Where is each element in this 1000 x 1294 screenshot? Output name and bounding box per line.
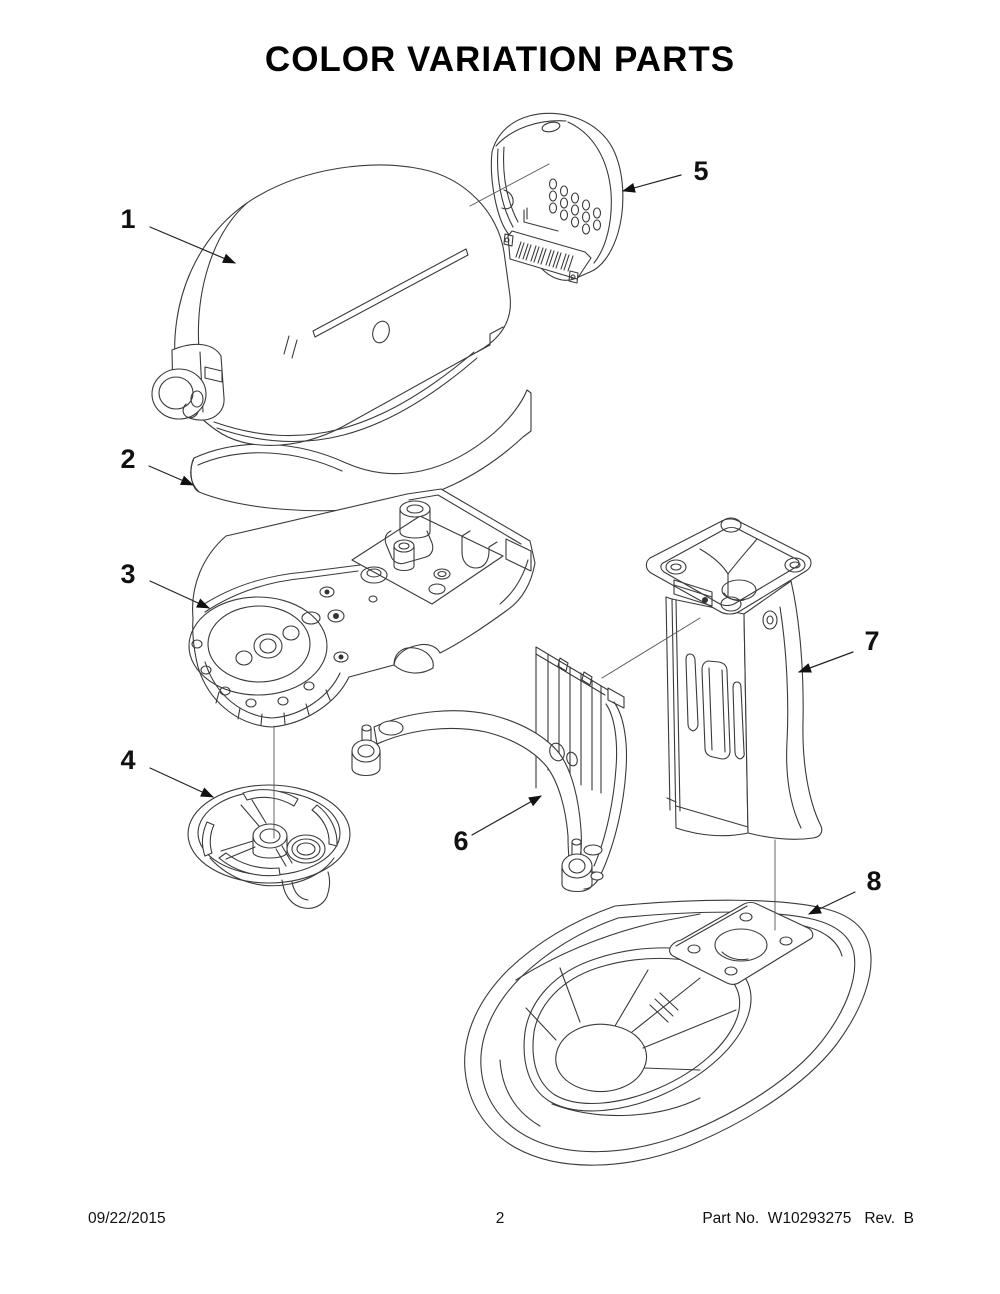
callout-7-leader <box>798 651 854 673</box>
callout-7-label: 7 <box>864 626 879 656</box>
callout-3-label: 3 <box>120 559 135 589</box>
callout-2: 2 <box>120 444 194 486</box>
page-footer: 09/22/2015 2 Part No. W10293275 Rev. B <box>0 1210 1000 1234</box>
callout-2-label: 2 <box>120 444 135 474</box>
callout-8-leader <box>808 891 856 915</box>
callout-4: 4 <box>120 745 214 798</box>
part-3-upper-gear-housing <box>188 488 536 728</box>
part-1-motor-head-cover <box>151 164 511 446</box>
footer-date: 09/22/2015 <box>88 1210 166 1227</box>
part-8-base <box>464 899 872 1166</box>
footer-page-number: 2 <box>495 1210 505 1227</box>
callout-6-leader <box>471 795 542 836</box>
page-title: COLOR VARIATION PARTS <box>264 40 736 79</box>
footer-part-number: Part No. W10293275 Rev. B <box>702 1210 914 1227</box>
callout-4-label: 4 <box>120 745 135 775</box>
part-6-bowl-lift-yoke <box>351 646 627 893</box>
callout-2-leader <box>148 465 194 486</box>
callout-1: 1 <box>120 204 236 264</box>
callout-5-leader <box>622 174 682 193</box>
callout-6: 6 <box>453 795 542 856</box>
part-7-pedestal-column <box>645 517 823 840</box>
callout-3-leader <box>149 580 210 609</box>
callout-1-label: 1 <box>120 204 135 234</box>
callout-8: 8 <box>808 866 882 915</box>
tray-slats <box>515 241 574 272</box>
callout-1-leader <box>149 226 236 264</box>
callout-7: 7 <box>798 626 880 673</box>
callout-6-label: 6 <box>453 826 468 856</box>
callout-4-leader <box>149 767 214 798</box>
part-5-rear-cover <box>490 112 624 284</box>
alignment-lines <box>273 163 776 931</box>
part-4-drip-ring <box>187 784 351 909</box>
vent-holes <box>548 178 602 235</box>
callout-5-label: 5 <box>693 156 708 186</box>
callout-5: 5 <box>622 156 709 193</box>
callout-8-label: 8 <box>866 866 881 896</box>
callout-3: 3 <box>120 559 210 609</box>
